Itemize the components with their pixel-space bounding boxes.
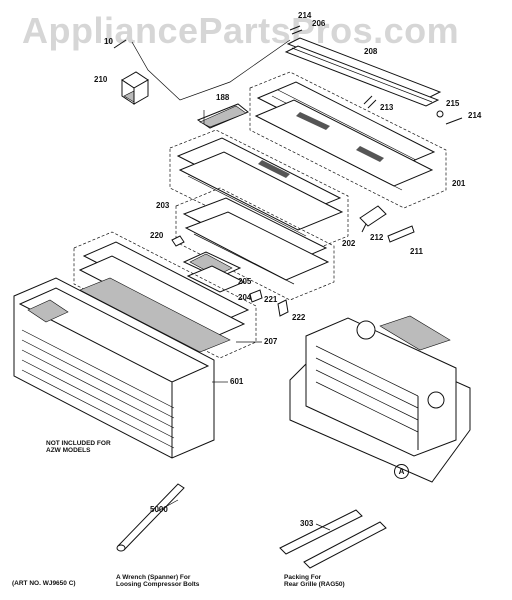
note-not-included: NOT INCLUDED FOR AZW MODELS — [46, 440, 111, 455]
label-212: 212 — [370, 233, 384, 242]
label-203: 203 — [156, 201, 170, 210]
art-number: (ART NO. WJ9650 C) — [12, 580, 76, 587]
label-211: 211 — [410, 247, 423, 256]
note-wrench: A Wrench (Spanner) For Loosing Compresso… — [116, 574, 199, 589]
note-packing: Packing For Rear Grille (RAG50) — [284, 574, 345, 589]
label-221: 221 — [264, 295, 278, 304]
label-204: 204 — [238, 293, 252, 302]
label-213: 213 — [380, 103, 394, 112]
label-207: 207 — [264, 337, 278, 346]
label-210: 210 — [94, 75, 108, 84]
label-303: 303 — [300, 519, 314, 528]
label-10: 10 — [104, 37, 113, 46]
frame-201 — [249, 71, 447, 209]
note-not-included-line1: NOT INCLUDED FOR — [46, 440, 111, 447]
label-214-right: 214 — [468, 111, 482, 120]
wrench-5000 — [116, 483, 185, 552]
bracket-210 — [121, 71, 149, 105]
label-5000: 5000 — [150, 505, 168, 514]
note-packing-line2: Rear Grille (RAG50) — [284, 581, 345, 589]
frame-203 — [175, 187, 335, 301]
label-208: 208 — [364, 47, 378, 56]
control-box-205 — [182, 251, 246, 293]
panel-188 — [196, 103, 249, 129]
label-222: 222 — [292, 313, 306, 322]
label-601: 601 — [230, 377, 244, 386]
watermark-text: AppliancePartsPros.com — [22, 10, 460, 51]
front-cover-601 — [13, 277, 215, 459]
rail-208 — [284, 37, 442, 107]
label-202: 202 — [342, 239, 356, 248]
label-205: 205 — [238, 277, 252, 286]
label-188: 188 — [216, 93, 230, 102]
note-not-included-line2: AZW MODELS — [46, 447, 91, 455]
callout-a: A — [394, 464, 409, 479]
label-206: 206 — [312, 19, 326, 28]
note-wrench-line2: Loosing Compressor Bolts — [116, 581, 200, 589]
label-201: 201 — [452, 179, 466, 188]
note-wrench-line1: A Wrench (Spanner) For — [116, 574, 191, 581]
label-214-top: 214 — [298, 11, 312, 20]
panel-frame-207 — [73, 231, 257, 359]
label-220: 220 — [150, 231, 164, 240]
label-215: 215 — [446, 99, 460, 108]
louver-frame-202 — [169, 129, 349, 255]
chassis-unit — [289, 315, 471, 483]
packing-303 — [279, 509, 387, 569]
note-packing-line1: Packing For — [284, 574, 322, 581]
